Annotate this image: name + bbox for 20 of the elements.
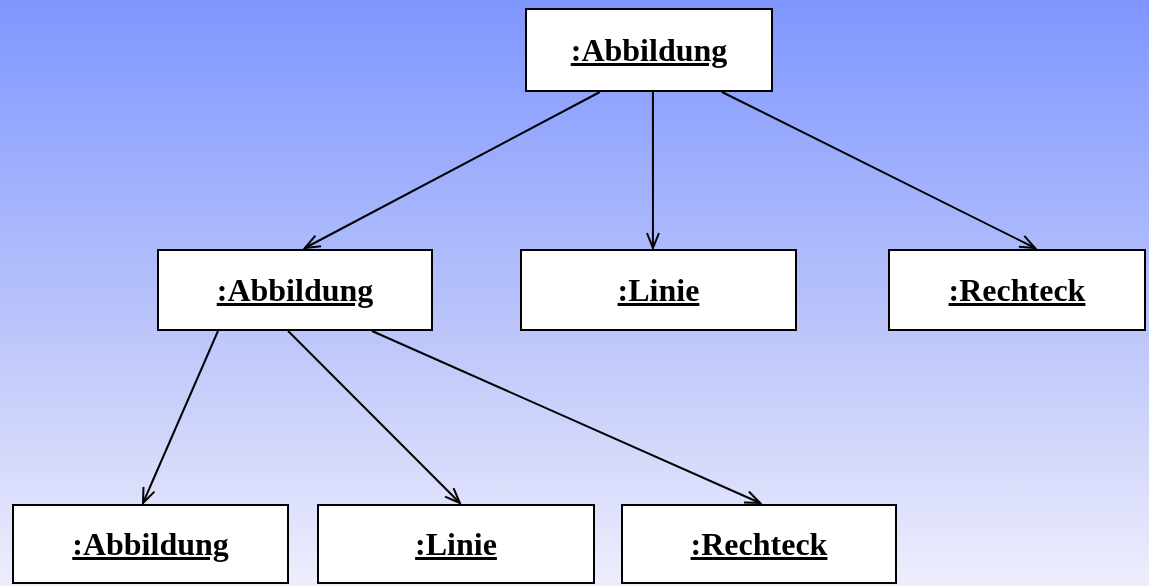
object-name: :Abbildung — [570, 31, 728, 69]
object-box — [525, 8, 773, 92]
object-name: :Rechteck — [948, 271, 1086, 309]
arrow — [645, 91, 660, 249]
arrow — [371, 330, 762, 504]
arrow — [303, 91, 601, 249]
object-name: :Linie — [415, 525, 497, 563]
object-name: :Abbildung — [216, 271, 374, 309]
arrow — [720, 91, 1037, 249]
object-box — [888, 249, 1146, 331]
object-box — [157, 249, 433, 331]
arrow — [287, 330, 461, 504]
object-box — [12, 504, 289, 584]
arrow — [142, 330, 219, 504]
object-box — [520, 249, 797, 331]
object-box — [317, 504, 595, 584]
object-name: :Abbildung — [72, 525, 229, 563]
object-box — [621, 504, 897, 584]
object-name: :Rechteck — [690, 525, 828, 563]
object-name: :Linie — [617, 271, 700, 309]
